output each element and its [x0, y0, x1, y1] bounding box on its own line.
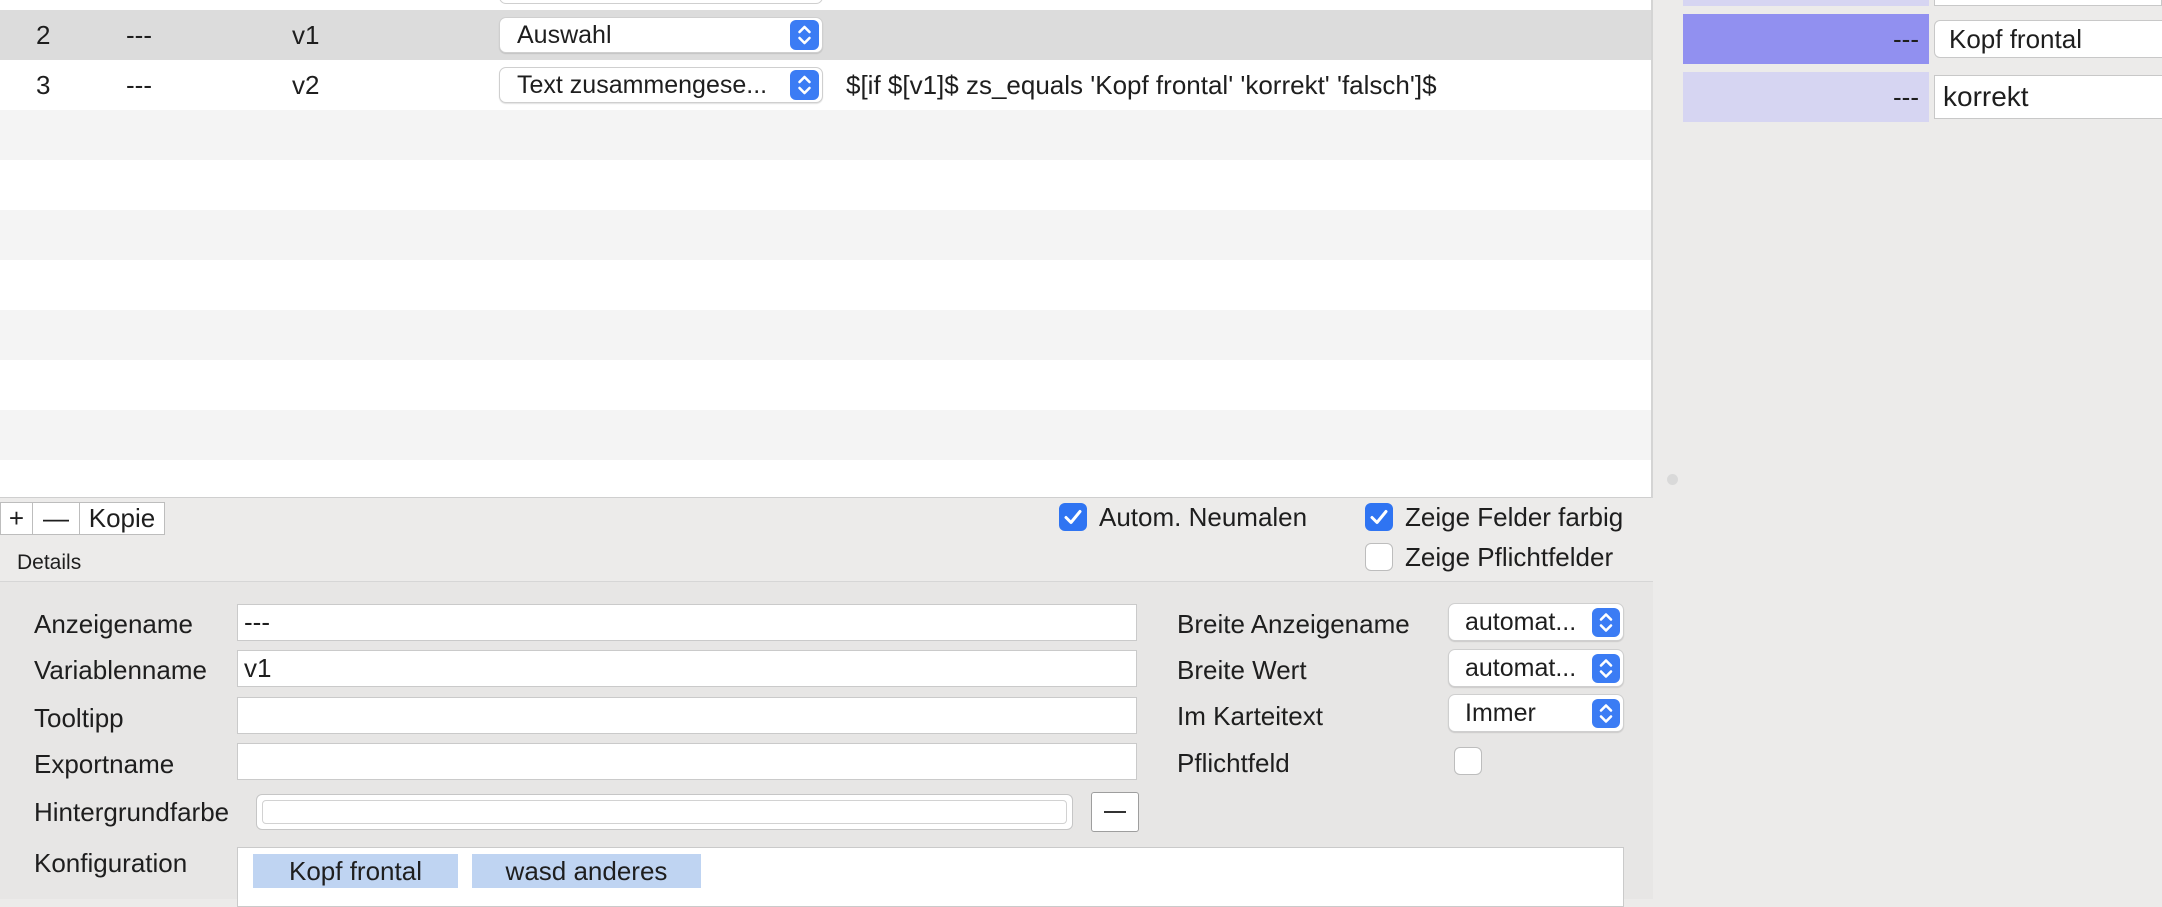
chevron-updown-icon	[1592, 654, 1620, 683]
chevron-updown-icon	[790, 20, 819, 50]
empty-row	[0, 360, 1651, 410]
table-row[interactable]: 3 --- v2 Text zusammengese... $[if $[v1]…	[0, 60, 1651, 110]
field-type-value: Text zusammengese...	[517, 71, 768, 99]
variable-name-label: Variablenname	[34, 655, 207, 685]
empty-row	[0, 260, 1651, 310]
value-width-label: Breite Wert	[1177, 655, 1307, 685]
row-variable-name: v2	[292, 70, 320, 100]
background-color-well[interactable]	[256, 794, 1073, 830]
empty-row	[0, 110, 1651, 160]
display-name-label: Anzeigename	[34, 609, 193, 639]
row-number: 2	[36, 20, 51, 50]
add-row-button[interactable]: +	[0, 502, 33, 535]
tooltip-field[interactable]	[237, 697, 1137, 734]
field-type-popup[interactable]: Auswahl	[499, 17, 823, 53]
split-view-divider[interactable]	[1651, 0, 1653, 498]
display-width-label: Breite Anzeigename	[1177, 609, 1410, 639]
chevron-updown-icon	[790, 70, 819, 100]
variable-name-field[interactable]: v1	[237, 650, 1137, 687]
preview-row-above	[1683, 0, 1929, 6]
auto-renumber-label: Autom. Neumalen	[1099, 502, 1308, 532]
row-display-name: ---	[126, 70, 152, 100]
configuration-token[interactable]: Kopf frontal	[253, 854, 458, 888]
preview-label: ---	[1893, 82, 1919, 112]
preview-label-cell: ---	[1683, 14, 1929, 64]
checkmark-icon	[1370, 510, 1388, 524]
card-preview: --- Kopf frontal --- korrekt	[1653, 0, 2162, 898]
field-table[interactable]: 2 --- v1 Auswahl 3 --- v2 Text zusammeng…	[0, 0, 1651, 498]
checkmark-icon	[1064, 510, 1082, 524]
resize-handle-icon[interactable]	[1667, 474, 1678, 485]
minus-icon	[1104, 811, 1126, 813]
chevron-updown-icon	[1592, 608, 1620, 637]
preview-select-value[interactable]: Kopf frontal	[1934, 20, 2162, 58]
clear-color-button[interactable]	[1091, 792, 1139, 832]
empty-row	[0, 410, 1651, 460]
empty-row	[0, 160, 1651, 210]
configuration-label: Konfiguration	[34, 848, 188, 878]
configuration-token-field[interactable]: Kopf frontal wasd anderes	[237, 847, 1624, 907]
value-width-value: automat...	[1465, 654, 1577, 682]
preview-label-cell: ---	[1683, 72, 1929, 122]
preview-label: ---	[1893, 24, 1919, 54]
value-width-popup[interactable]: automat...	[1448, 649, 1624, 687]
preview-field-above	[1934, 0, 2162, 6]
display-name-field[interactable]: ---	[237, 604, 1137, 641]
row-display-name: ---	[126, 20, 152, 50]
display-width-value: automat...	[1465, 608, 1577, 636]
color-swatch	[262, 800, 1067, 824]
preview-row: --- Kopf frontal	[1683, 14, 2162, 64]
required-field-label: Pflichtfeld	[1177, 748, 1290, 778]
preview-text-value[interactable]: korrekt	[1934, 75, 2162, 119]
empty-row	[0, 210, 1651, 260]
display-width-popup[interactable]: automat...	[1448, 603, 1624, 641]
divider	[0, 497, 1653, 498]
configuration-token[interactable]: wasd anderes	[472, 854, 701, 888]
export-name-field[interactable]	[237, 743, 1137, 780]
chevron-updown-icon	[1592, 699, 1620, 728]
row-formula: $[if $[v1]$ zs_equals 'Kopf frontal' 'ko…	[846, 70, 1437, 100]
required-fields-checkbox[interactable]	[1365, 543, 1393, 571]
field-type-value: Auswahl	[517, 21, 612, 49]
color-fields-label: Zeige Felder farbig	[1405, 502, 1624, 532]
copy-row-button[interactable]: Kopie	[79, 502, 165, 535]
card-text-label: Im Karteitext	[1177, 701, 1323, 731]
auto-renumber-checkbox[interactable]	[1059, 503, 1087, 531]
table-row[interactable]: 2 --- v1 Auswahl	[0, 10, 1651, 60]
field-type-popup[interactable]: Text zusammengese...	[499, 67, 823, 103]
background-color-label: Hintergrundfarbe	[34, 797, 230, 827]
required-fields-label: Zeige Pflichtfelder	[1405, 542, 1614, 572]
export-name-label: Exportname	[34, 749, 175, 779]
empty-row	[0, 310, 1651, 360]
previous-row-type-popup[interactable]	[499, 0, 823, 4]
remove-row-button[interactable]: —	[32, 502, 80, 535]
card-text-popup[interactable]: Immer	[1448, 694, 1624, 732]
row-variable-name: v1	[292, 20, 320, 50]
tooltip-label: Tooltipp	[34, 703, 124, 733]
required-field-checkbox[interactable]	[1454, 747, 1482, 775]
details-section-title: Details	[17, 551, 82, 574]
row-number: 3	[36, 70, 51, 100]
preview-row: --- korrekt	[1683, 72, 2162, 122]
empty-row	[0, 460, 1651, 498]
card-text-value: Immer	[1465, 699, 1536, 727]
color-fields-checkbox[interactable]	[1365, 503, 1393, 531]
